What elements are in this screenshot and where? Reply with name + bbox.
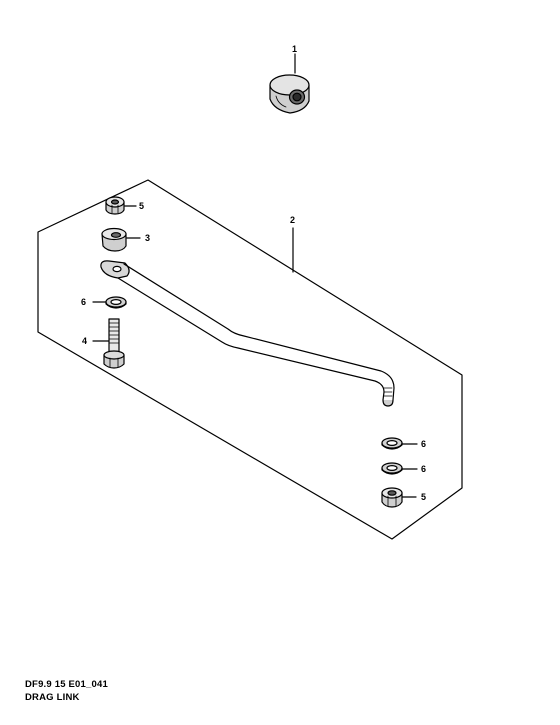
part-2-drag-link-rod (100, 260, 395, 407)
part-6-washer-right-lower (381, 462, 403, 475)
diagram-title: DRAG LINK (25, 692, 80, 703)
assembly-frame (37, 179, 463, 540)
part-5-lock-nut-upper (105, 196, 125, 215)
callout-5-upper: 5 (139, 201, 144, 211)
part-6-washer-right-upper (381, 437, 403, 450)
diagram-code: DF9.9 15 E01_041 (25, 679, 108, 690)
callout-2: 2 (290, 215, 295, 225)
part-6-washer-left (105, 296, 127, 309)
callout-4: 4 (82, 336, 87, 346)
part-4-bolt (103, 318, 125, 369)
part-5-lock-nut-lower (381, 487, 403, 508)
callout-6-right-upper: 6 (421, 439, 426, 449)
callout-6-right-lower: 6 (421, 464, 426, 474)
part-1-cap-nut (269, 74, 310, 114)
callout-5-lower: 5 (421, 492, 426, 502)
part-3-spacer-collar (101, 227, 127, 252)
callout-6-left: 6 (81, 297, 86, 307)
callout-3: 3 (145, 233, 150, 243)
callout-1: 1 (292, 44, 297, 54)
